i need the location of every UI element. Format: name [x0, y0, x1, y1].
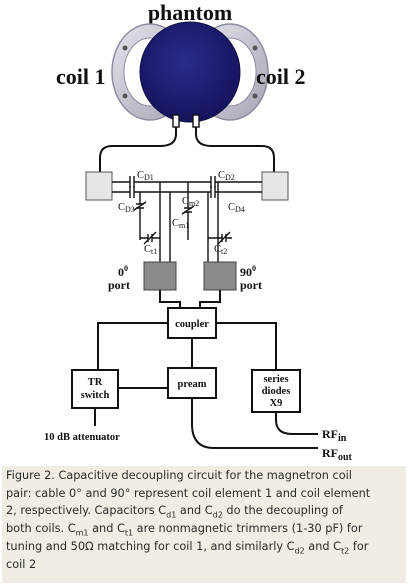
port-0-box [143, 261, 177, 291]
caption-line-3: 2, respectively. Capacitors Cd1 and Cd2 … [6, 504, 343, 520]
series-diodes-label-2: diodes [262, 386, 291, 397]
caption-line-5: tuning and 50Ω matching for coil 1, and … [6, 539, 369, 556]
port-90-label: 900 [240, 264, 256, 279]
tr-switch-box [71, 369, 119, 409]
tr-switch-label-2: switch [81, 390, 110, 401]
coupler-label: coupler [175, 319, 209, 330]
phantom-sphere [139, 21, 241, 123]
circuit-diagram: phantom coil 1 coil 2 [44, 0, 353, 462]
coil1-label: coil 1 [56, 64, 106, 89]
ct2-label: Ct2 [214, 244, 227, 256]
caption-line-4: both coils. Cm1 and Ct1 are nonmagnetic … [6, 522, 363, 538]
port-0-label: 00 [118, 264, 128, 279]
rf-in-label: RFin [322, 427, 347, 444]
caption-line-1: Figure 2. Capacitive decoupling circuit … [6, 469, 352, 482]
coil2-label: coil 2 [256, 64, 306, 89]
cd4-label: CD4 [228, 202, 245, 214]
series-diodes-box [251, 369, 301, 413]
figure-caption: Figure 2. Capacitive decoupling circuit … [2, 466, 406, 583]
ct1-label: Ct1 [144, 244, 157, 256]
port-0-word: port [108, 278, 130, 292]
attenuator-label: 10 dB attenuator [44, 432, 120, 443]
coil1-box [85, 171, 113, 201]
port-90-box [203, 261, 237, 291]
coil2-box [261, 171, 289, 201]
tr-switch-label-1: TR [88, 377, 103, 388]
series-diodes-label-3: X9 [270, 398, 283, 409]
series-diodes-label-1: series [263, 374, 288, 385]
caption-line-6: coil 2 [6, 557, 37, 571]
cm2-label: Cm2 [182, 196, 199, 208]
cd1-label: CD1 [137, 170, 154, 182]
cd3-label: CD3 [118, 202, 135, 214]
phantom-label: phantom [148, 0, 232, 25]
cm1-label: Cm1 [172, 218, 189, 230]
decoupling-network [112, 176, 262, 262]
caption-line-2: pair: cable 0° and 90° represent coil el… [6, 486, 371, 500]
pream-label: pream [178, 379, 207, 390]
rf-out-label: RFout [322, 446, 353, 462]
cd2-label: CD2 [218, 170, 235, 182]
port-90-word: port [240, 278, 262, 292]
coil-connectors [99, 114, 275, 172]
